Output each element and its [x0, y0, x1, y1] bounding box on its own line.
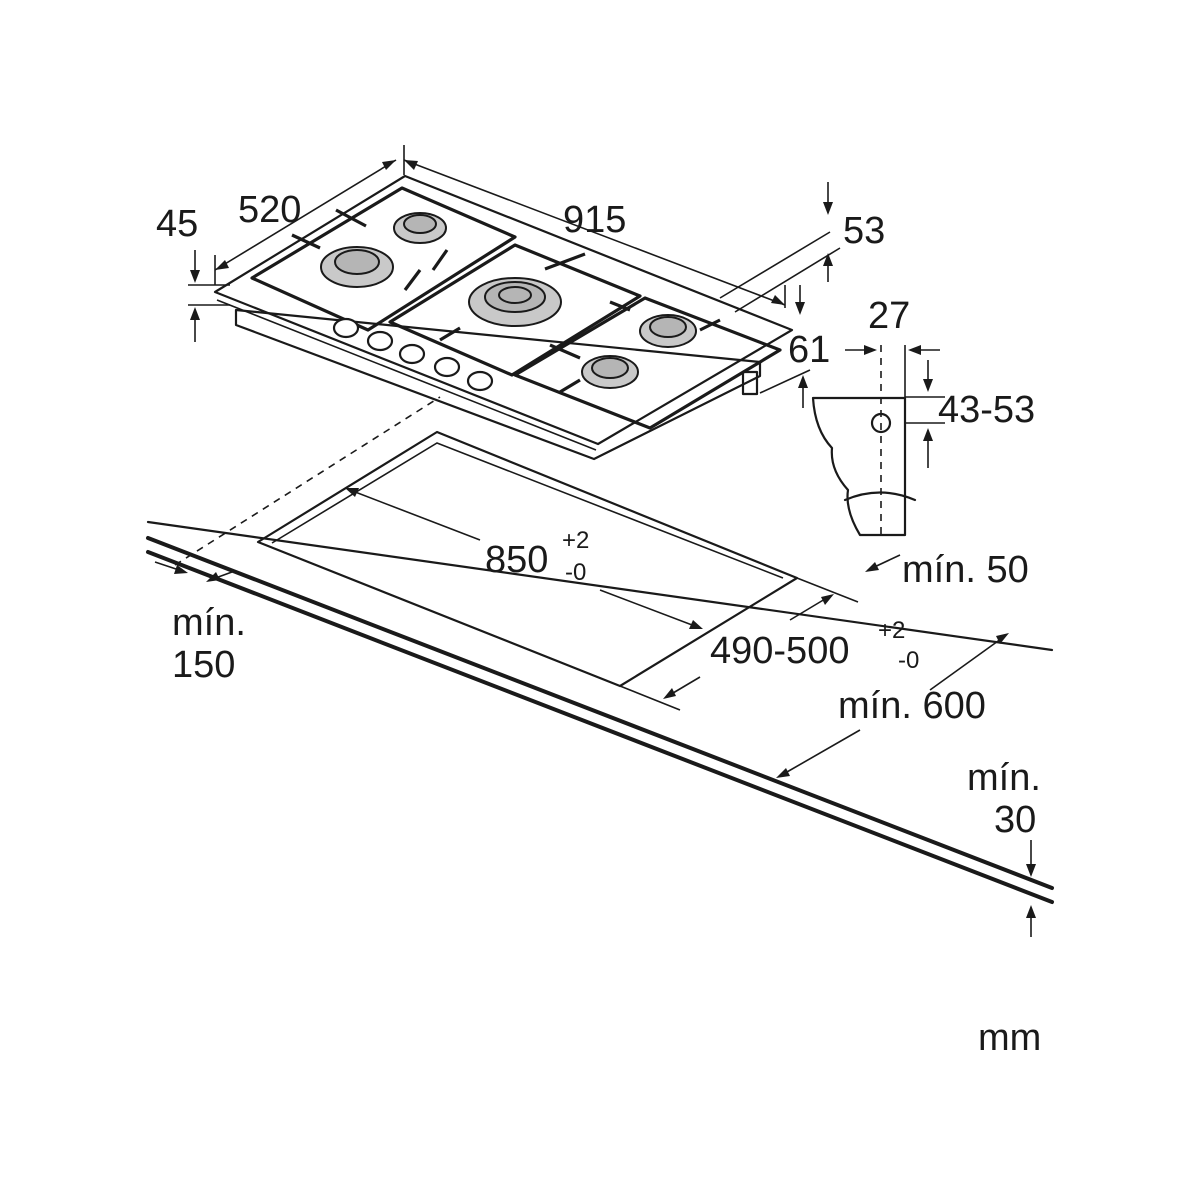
countertop	[146, 396, 1054, 904]
dim-bracket-43-53: 43-53	[938, 389, 1035, 431]
grate-center	[388, 243, 642, 377]
dim-height-61: 61	[788, 329, 830, 371]
dim-cutout-490-tol-plus: +2	[878, 617, 905, 644]
dim-height-45: 45	[156, 203, 198, 245]
hob-front-edge	[216, 299, 597, 451]
dim-height-53: 53	[843, 210, 885, 252]
countertop-front-bottom-edge	[146, 550, 1054, 904]
dim-min-50: mín. 50	[902, 549, 1029, 591]
dim-cutout-490-tol-minus: -0	[898, 647, 919, 674]
dim-cutout-850-tol-plus: +2	[562, 527, 589, 554]
knob	[332, 317, 360, 339]
control-knobs	[332, 317, 494, 392]
fixing-bracket	[811, 345, 917, 537]
hob-drop-guide	[174, 396, 441, 566]
hob-body-side	[234, 308, 762, 461]
countertop-back-edge	[146, 520, 1054, 652]
knob	[366, 330, 394, 352]
dim-cutout-490-500: 490-500	[710, 630, 849, 672]
dim-min-30-line1: mín.	[967, 757, 1041, 799]
countertop-front-top-edge	[146, 536, 1054, 890]
grate-left	[250, 186, 517, 332]
dim-width-915: 915	[563, 199, 626, 241]
knob	[466, 370, 494, 392]
gas-connector	[741, 370, 759, 396]
grate-right	[513, 296, 782, 430]
knob	[398, 343, 426, 365]
knob	[433, 356, 461, 378]
dim-min-30-line2: 30	[994, 799, 1036, 841]
dimension-lines	[154, 145, 1036, 937]
unit-label: mm	[978, 1017, 1041, 1059]
dim-cutout-850-tol-minus: -0	[565, 559, 586, 586]
hob	[213, 174, 794, 461]
dim-depth-520: 520	[238, 189, 301, 231]
cutout-inner-edge	[271, 442, 784, 579]
dim-min-150-line1: mín.	[172, 602, 246, 644]
dim-min-150-line2: 150	[172, 644, 235, 686]
dim-cutout-850: 850	[485, 539, 548, 581]
dim-min-600: mín. 600	[838, 685, 986, 727]
dim-bracket-27: 27	[868, 295, 910, 337]
